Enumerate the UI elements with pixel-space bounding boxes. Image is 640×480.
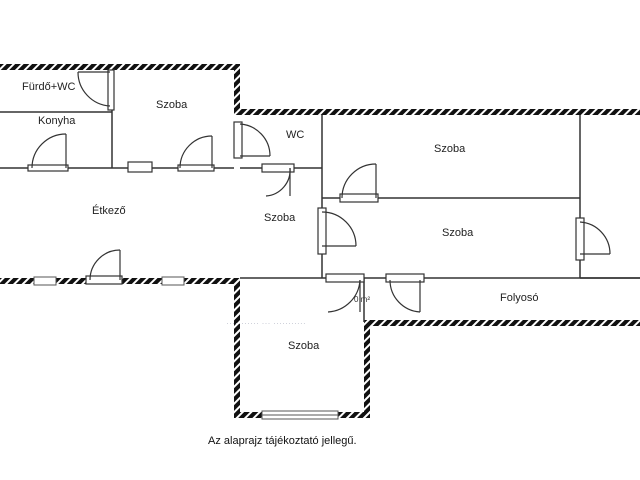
door-szoba-right-left [317, 207, 357, 255]
door-folyoso [385, 273, 425, 313]
room-label-konyha: Konyha [38, 115, 76, 127]
room-label-szoba-mid: Szoba [264, 212, 296, 224]
doors [27, 69, 611, 313]
door-szoba-top-left [177, 135, 215, 172]
door-szoba-bottom [325, 273, 365, 313]
room-label-furdo-wc: Fürdő+WC [22, 81, 76, 93]
door-szoba-top-right [339, 163, 379, 203]
watermark: ··········· ··· ··········· [226, 318, 306, 328]
window-etkezo-2 [161, 276, 185, 286]
window-etkezo-1 [33, 276, 57, 286]
door-furdo [77, 69, 115, 111]
room-label-szoba-top-left: Szoba [156, 99, 188, 111]
room-label-folyoso: Folyosó [500, 292, 539, 304]
room-label-wc: WC [286, 129, 304, 141]
door-etkezo [85, 249, 123, 285]
door-konyha [27, 133, 69, 172]
room-label-szoba-top-right: Szoba [434, 143, 466, 155]
room-label-szoba-right: Szoba [442, 227, 474, 239]
door-wc [233, 121, 271, 159]
caption: Az alaprajz tájékoztató jellegű. [208, 435, 357, 447]
door-szoba-right-right [575, 217, 611, 261]
room-label-szoba-bottom: Szoba [288, 340, 320, 352]
area-marker: 0 m² [354, 295, 370, 304]
room-label-etkezo: Étkező [92, 204, 126, 217]
windows [33, 276, 339, 420]
door-szoba-mid [261, 163, 295, 197]
